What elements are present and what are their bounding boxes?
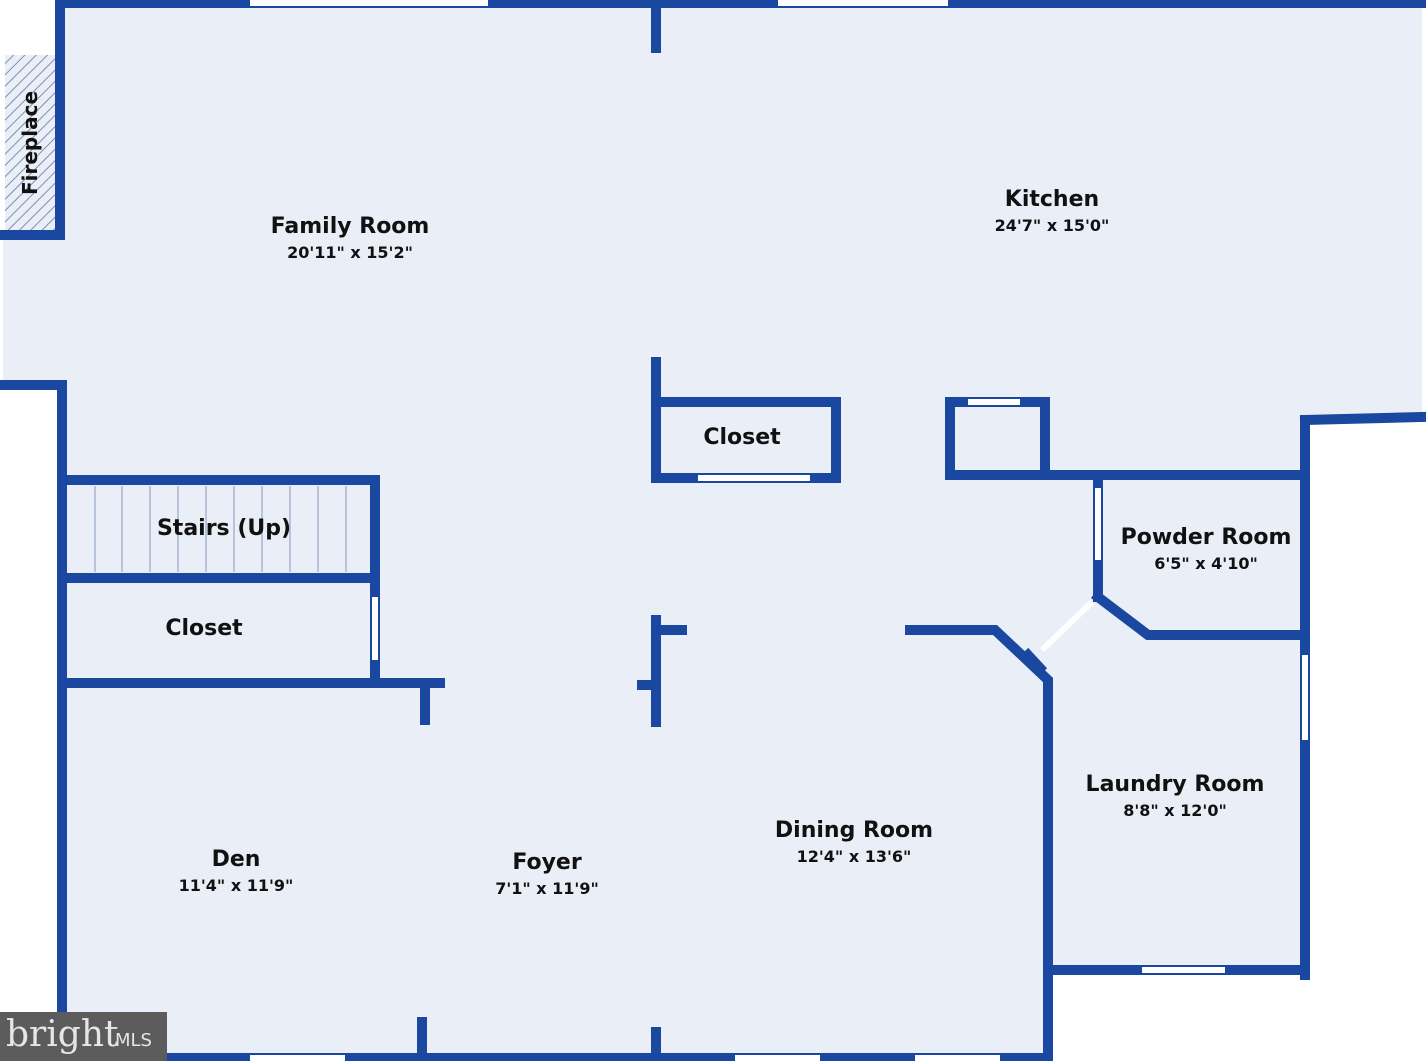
fireplace-hatch — [5, 55, 57, 233]
room-family-room: Family Room 20'11" x 15'2" — [271, 214, 430, 262]
room-name: Dining Room — [774, 818, 934, 843]
room-name: Closet — [165, 616, 243, 641]
room-dims: 12'4" x 13'6" — [796, 847, 912, 866]
room-den: Den 11'4" x 11'9" — [179, 847, 294, 895]
windows-doors — [250, 0, 1308, 1061]
fireplace-label: Fireplace — [18, 90, 42, 196]
room-dims: 7'1" x 11'9" — [495, 879, 599, 898]
room-kitchen: Kitchen 24'7" x 15'0" — [995, 187, 1110, 235]
room-closet-left: Closet — [165, 616, 242, 641]
room-powder-room: Powder Room 6'5" x 4'10" — [1121, 525, 1292, 573]
room-laundry-room: Laundry Room 8'8" x 12'0" — [1086, 772, 1265, 820]
room-closet-center: Closet — [703, 425, 780, 450]
room-dims: 11'4" x 11'9" — [178, 876, 294, 895]
room-name: Kitchen — [1004, 187, 1100, 212]
logo-brand: bright — [6, 1014, 119, 1055]
room-stairs: Stairs (Up) — [157, 516, 291, 541]
room-name: Laundry Room — [1085, 772, 1265, 797]
room-dims: 6'5" x 4'10" — [1154, 554, 1258, 573]
room-name: Den — [211, 847, 261, 872]
room-name: Closet — [703, 425, 781, 450]
room-dims: 8'8" x 12'0" — [1123, 801, 1227, 820]
logo-suffix: MLS — [115, 1030, 152, 1051]
room-name: Foyer — [512, 850, 582, 875]
room-dims: 24'7" x 15'0" — [994, 216, 1110, 235]
bright-mls-logo: bright MLS — [0, 1012, 167, 1061]
floor-area — [3, 3, 1422, 1061]
room-dims: 20'11" x 15'2" — [287, 243, 413, 262]
room-name: Powder Room — [1120, 525, 1292, 550]
room-name: Family Room — [270, 214, 430, 239]
room-name: Stairs (Up) — [156, 516, 292, 541]
room-foyer: Foyer 7'1" x 11'9" — [495, 850, 599, 898]
room-dining-room: Dining Room 12'4" x 13'6" — [775, 818, 933, 866]
stair-treads — [94, 486, 347, 572]
